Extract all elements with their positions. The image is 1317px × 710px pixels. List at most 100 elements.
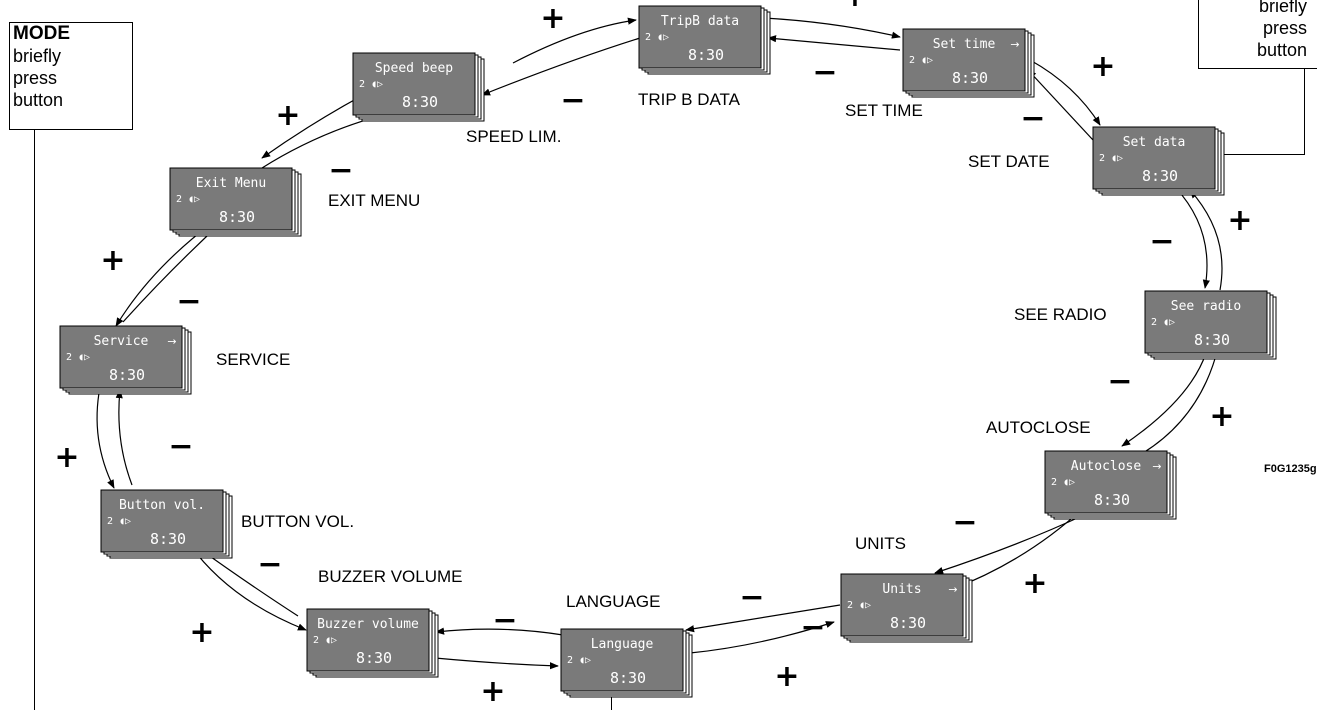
- label-see-radio: SEE RADIO: [1014, 305, 1107, 324]
- screen-autoclose: Autoclose→2 ◖▷8:30: [1044, 450, 1177, 520]
- submenu-arrow-icon: →: [1010, 38, 1019, 51]
- screen-time: 8:30: [952, 69, 988, 87]
- minus-sign: −: [1107, 364, 1132, 399]
- plus-sign: +: [54, 440, 79, 475]
- screen-time: 8:30: [688, 46, 724, 64]
- plus-sign: +: [1209, 399, 1234, 434]
- press-line-2: press: [1262, 18, 1307, 38]
- mode-title: MODE: [13, 23, 70, 44]
- right-guide-line-vertical: [1304, 69, 1305, 155]
- minus-sign: −: [168, 429, 193, 464]
- screen-time: 8:30: [1094, 491, 1130, 509]
- gear-indicator-icon: 2 ◖▷: [1151, 317, 1175, 328]
- gear-indicator-icon: 2 ◖▷: [567, 655, 591, 666]
- plus-sign: +: [100, 243, 125, 278]
- figure-code: F0G1235g: [1264, 463, 1317, 475]
- connector-arrow-forward: [763, 17, 901, 39]
- screen-time: 8:30: [356, 649, 392, 667]
- gear-indicator-icon: 2 ◖▷: [909, 55, 933, 66]
- connector-arrow-forward: [96, 386, 115, 489]
- minus-sign: −: [739, 580, 764, 615]
- label-autoclose: AUTOCLOSE: [986, 418, 1091, 437]
- label-speed-beep: SPEED LIM.: [466, 127, 562, 146]
- label-set-time: SET TIME: [845, 101, 923, 120]
- screen-speed-beep: Speed beep 2 ◖▷ 8:30: [352, 52, 485, 122]
- screen-time: 8:30: [1142, 167, 1178, 185]
- gear-indicator-icon: 2 ◖▷: [313, 635, 337, 646]
- connector-arrow-backward: [122, 221, 223, 323]
- gear-indicator-icon: 2 ◖▷: [847, 600, 871, 611]
- screen-title: Speed beep: [375, 61, 453, 76]
- connector-arrow-backward: [1137, 347, 1220, 457]
- submenu-arrow-icon: →: [948, 583, 957, 596]
- connector-arrow-forward: [1029, 59, 1101, 126]
- screen-button-vol: Button vol.2 ◖▷8:30: [100, 489, 233, 559]
- minus-sign: −: [800, 610, 825, 645]
- minus-sign: −: [952, 505, 977, 540]
- screen-title: Exit Menu: [196, 176, 266, 191]
- minus-sign: −: [176, 284, 201, 319]
- connector-arrow-backward: [767, 35, 901, 51]
- minus-sign: −: [257, 547, 282, 582]
- mode-line-1: briefly: [13, 46, 62, 66]
- press-line-1: briefly: [1258, 0, 1307, 16]
- screen-exit-menu: Exit Menu 2 ◖▷ 8:30: [169, 167, 302, 237]
- minus-sign: −: [328, 153, 353, 188]
- screen-time: 8:30: [109, 366, 145, 384]
- gear-indicator-icon: 2 ◖▷: [1099, 153, 1123, 164]
- plus-sign: +: [774, 659, 799, 694]
- gear-indicator-icon: 2 ◖▷: [359, 79, 383, 90]
- screen-time: 8:30: [890, 614, 926, 632]
- gear-indicator-icon: 2 ◖▷: [645, 32, 669, 43]
- screen-trip-b-data: TripB data 2 ◖▷ 8:30: [638, 5, 771, 75]
- screen-time: 8:30: [610, 669, 646, 687]
- submenu-arrow-icon: →: [167, 335, 176, 348]
- screen-time: 8:30: [402, 93, 438, 111]
- connector-arrow-backward: [481, 37, 641, 96]
- screen-title: Button vol.: [119, 498, 205, 513]
- mode-line-2: press: [13, 68, 58, 88]
- press-instruction-box: briefly press button: [1198, 0, 1317, 69]
- connector-arrow-forward: [1174, 186, 1210, 289]
- mode-instruction-box: MODE briefly press button: [9, 22, 133, 130]
- press-line-3: button: [1256, 40, 1307, 60]
- screen-time: 8:30: [219, 208, 255, 226]
- connector-arrow-forward: [934, 513, 1087, 574]
- plus-sign: +: [540, 1, 565, 36]
- screen-units: Units → 2 ◖▷ 8:30: [840, 573, 973, 643]
- label-buzzer-volume: BUZZER VOLUME: [318, 567, 463, 586]
- connector-arrow-backward: [1189, 189, 1223, 291]
- screen-title: Service: [94, 334, 149, 349]
- gear-indicator-icon: 2 ◖▷: [1051, 477, 1075, 488]
- gear-indicator-icon: 2 ◖▷: [176, 194, 200, 205]
- right-guide-line-horizontal: [1220, 154, 1305, 155]
- screen-title: Units: [882, 582, 921, 597]
- screen-title: Autoclose: [1071, 459, 1142, 474]
- plus-sign: +: [1227, 203, 1252, 238]
- label-button-vol: BUTTON VOL.: [241, 512, 355, 531]
- label-set-date: SET DATE: [968, 152, 1050, 171]
- label-exit-menu: EXIT MENU: [328, 191, 421, 210]
- minus-sign: −: [560, 83, 585, 118]
- label-trip-b-data: TRIP B DATA: [638, 90, 741, 109]
- connector-arrow-forward: [685, 604, 841, 633]
- left-guide-line: [34, 130, 35, 710]
- minus-sign: −: [1149, 224, 1174, 259]
- minus-sign: −: [1020, 101, 1045, 136]
- plus-sign: +: [1022, 566, 1047, 601]
- mode-line-3: button: [13, 90, 64, 110]
- screen-title: TripB data: [661, 14, 739, 29]
- screen-title: Language: [591, 637, 654, 652]
- connector-arrow-backward: [1027, 69, 1094, 141]
- label-service: SERVICE: [216, 350, 291, 369]
- label-units: UNITS: [855, 534, 906, 553]
- label-language: LANGUAGE: [566, 592, 661, 611]
- screen-set-time: Set time→2 ◖▷8:30: [902, 28, 1035, 98]
- screen-time: 8:30: [150, 530, 186, 548]
